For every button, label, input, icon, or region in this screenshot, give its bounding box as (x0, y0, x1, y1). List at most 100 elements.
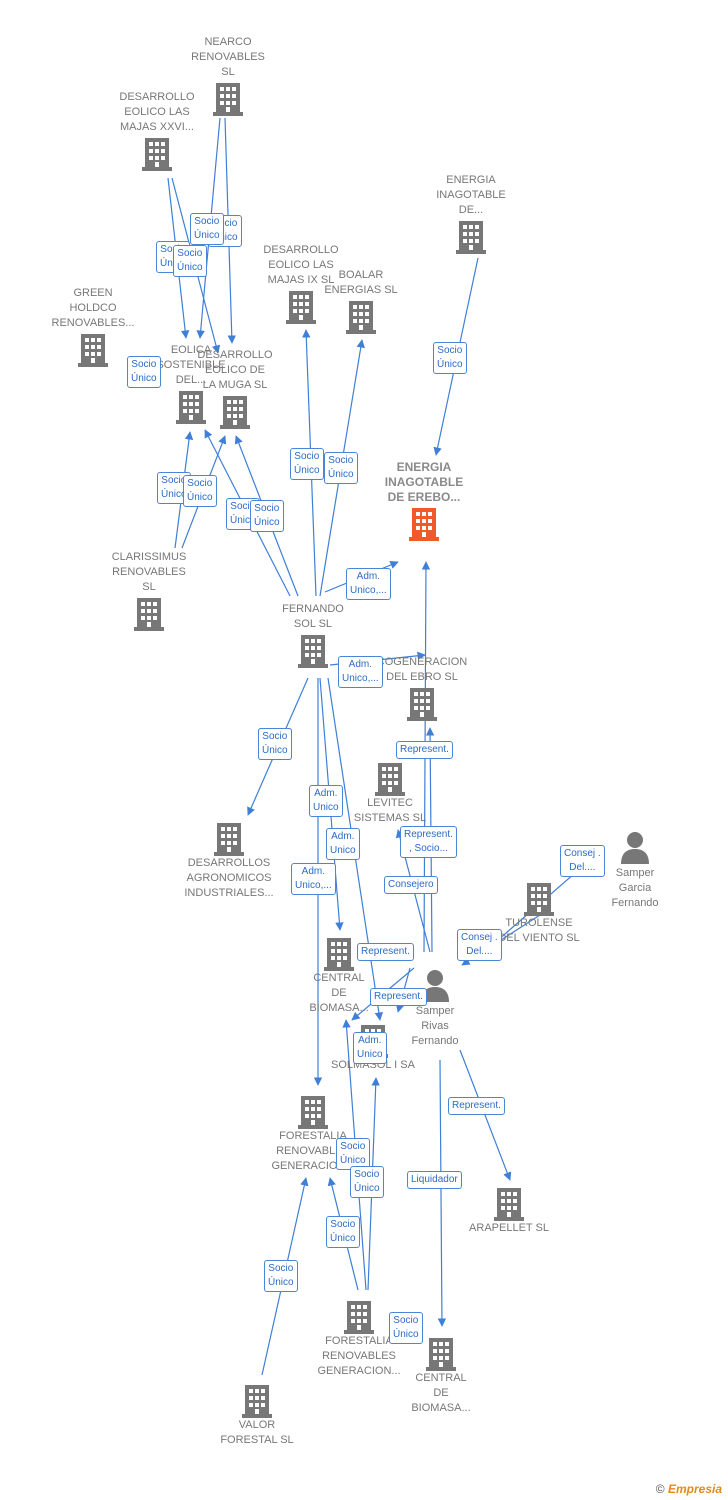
node-label: TUROLENSE DEL VIENTO SL (498, 917, 580, 944)
node-label: BOALAR ENERGIAS SL (324, 269, 398, 296)
edge-label[interactable]: Consejero (384, 876, 438, 894)
edge-label[interactable]: Socio Único (433, 342, 467, 374)
node-label: NEARCO RENOVABLES SL (191, 36, 265, 78)
edge-label[interactable]: Represent. (448, 1097, 505, 1115)
node-samper-rivas[interactable]: Samper Rivas Fernando (392, 968, 478, 1049)
node-fernando-sol[interactable]: FERNANDO SOL SL (270, 602, 356, 668)
node-label: LEVITEC SISTEMAS SL (353, 797, 427, 824)
building-icon (213, 83, 243, 116)
node-levitec[interactable]: LEVITEC SISTEMAS SL (347, 760, 433, 826)
node-label: DESARROLLO EOLICO LAS MAJAS IX SL (263, 244, 339, 286)
node-majas-xxvi[interactable]: DESARROLLO EOLICO LAS MAJAS XXVI... (114, 90, 200, 171)
building-icon (407, 688, 437, 721)
node-label: EOLICA SOSTENIBLE DEL... (156, 344, 226, 386)
building-icon (524, 883, 554, 916)
node-desarrollos-agro[interactable]: DESARROLLOS AGRONOMICOS INDUSTRIALES... (184, 820, 274, 901)
node-label: DESARROLLOS AGRONOMICOS INDUSTRIALES... (184, 857, 274, 899)
building-icon (409, 508, 439, 541)
node-green-holdco[interactable]: GREEN HOLDCO RENOVABLES... (50, 286, 136, 367)
brand-footer: © Empresia (656, 1482, 722, 1496)
node-energia-inagotable-de-erebo[interactable]: ENERGIA INAGOTABLE DE EREBO... (374, 460, 474, 541)
edge-label[interactable]: Socio Único (190, 213, 224, 245)
node-label: FERNANDO SOL SL (282, 603, 344, 630)
edge-label[interactable]: Adm. Unico (326, 828, 360, 860)
node-valor-forestal[interactable]: VALOR FORESTAL SL (214, 1382, 300, 1448)
node-central-biomasa-2[interactable]: CENTRAL DE BIOMASA... (398, 1335, 484, 1416)
node-turolense[interactable]: TUROLENSE DEL VIENTO SL (496, 880, 582, 946)
building-icon (426, 1338, 456, 1371)
edge-label[interactable]: Socio Único (324, 452, 358, 484)
edge-label[interactable]: Socio Único (290, 448, 324, 480)
edge-label[interactable]: Represent. , Socio... (400, 826, 457, 858)
building-icon (298, 635, 328, 668)
node-label: CENTRAL DE BIOMASA... (309, 972, 369, 1014)
node-central-biomasa-1[interactable]: CENTRAL DE BIOMASA... (296, 935, 382, 1016)
building-icon (346, 301, 376, 334)
node-label: GREEN HOLDCO RENOVABLES... (51, 287, 135, 329)
node-label: DESARROLLO EOLICO DE LA MUGA SL (197, 349, 273, 391)
edge-label[interactable]: Socio Único (336, 1138, 370, 1170)
edge-label[interactable]: Represent. (370, 988, 427, 1006)
building-icon (142, 138, 172, 171)
node-samper-garcia[interactable]: Samper Garcia Fernando (592, 830, 678, 911)
edge-label[interactable]: Socio Único (127, 356, 161, 388)
node-label: VALOR FORESTAL SL (220, 1419, 294, 1446)
edge-label[interactable]: Adm. Unico (309, 785, 343, 817)
node-label: CENTRAL DE BIOMASA... (411, 1372, 471, 1414)
building-icon (286, 291, 316, 324)
node-label: ENERGIA INAGOTABLE DE... (436, 174, 506, 216)
edge-label[interactable]: Socio Único (389, 1312, 423, 1344)
node-eolica-sostenible[interactable]: EOLICA SOSTENIBLE DEL... (148, 343, 234, 424)
edge-label[interactable]: Socio Único (350, 1166, 384, 1198)
building-icon (298, 1096, 328, 1129)
edge-label[interactable]: Socio Único (264, 1260, 298, 1292)
building-icon (220, 396, 250, 429)
building-icon (375, 763, 405, 796)
edge-label[interactable]: Socio Único (173, 245, 207, 277)
node-boalar[interactable]: BOALAR ENERGIAS SL (318, 268, 404, 334)
node-clarissimus[interactable]: CLARISSIMUS RENOVABLES SL (106, 550, 192, 631)
edge-label[interactable]: Liquidador (407, 1171, 462, 1189)
edge-label[interactable]: Adm. Unico (353, 1032, 387, 1064)
edge-label[interactable]: Socio Único (250, 500, 284, 532)
building-icon (214, 823, 244, 856)
node-label: FORESTALIA RENOVABLES GENERACION... (317, 1335, 401, 1377)
node-label: ENERGIA INAGOTABLE DE EREBO... (384, 460, 464, 504)
node-forestalia-2[interactable]: FORESTALIA RENOVABLES GENERACION... (316, 1298, 402, 1379)
edge-line (459, 1049, 512, 1181)
edge-label[interactable]: Represent. (396, 741, 453, 759)
node-label: CLARISSIMUS RENOVABLES SL (111, 551, 187, 593)
edge-label[interactable]: Adm. Unico,... (338, 656, 383, 688)
node-arapellet[interactable]: ARAPELLET SL (466, 1185, 552, 1236)
edge-label[interactable]: Socio Único (258, 728, 292, 760)
node-forestalia-1[interactable]: FORESTALIA RENOVABLES GENERACION... (270, 1093, 356, 1174)
building-icon (242, 1385, 272, 1418)
node-label: COGENERACION DEL EBRO SL (376, 656, 468, 683)
node-cogeneracion[interactable]: COGENERACION DEL EBRO SL (376, 655, 468, 721)
edge-label[interactable]: Socio Único (183, 475, 217, 507)
edge-label[interactable]: Consej . Del.... (457, 929, 502, 961)
node-label: Samper Rivas Fernando (411, 1005, 459, 1047)
node-label: FORESTALIA RENOVABLES GENERACION... (271, 1130, 355, 1172)
node-nearco[interactable]: NEARCO RENOVABLES SL (185, 35, 271, 116)
edge-label[interactable]: Adm. Unico,... (346, 568, 391, 600)
edge-label[interactable]: Represent. (357, 943, 414, 961)
node-label: DESARROLLO EOLICO LAS MAJAS XXVI... (119, 91, 195, 133)
node-energia-inag[interactable]: ENERGIA INAGOTABLE DE... (428, 173, 514, 254)
node-label: ARAPELLET SL (469, 1222, 549, 1234)
edge-line (437, 1059, 447, 1327)
node-muga[interactable]: DESARROLLO EOLICO DE LA MUGA SL (192, 348, 278, 429)
building-icon (324, 938, 354, 971)
building-icon (78, 334, 108, 367)
building-icon (494, 1188, 524, 1221)
building-icon (134, 598, 164, 631)
brand-name: Empresia (667, 1482, 722, 1496)
node-majas-ix[interactable]: DESARROLLO EOLICO LAS MAJAS IX SL (258, 243, 344, 324)
copyright-symbol: © (655, 1482, 665, 1496)
building-icon (456, 221, 486, 254)
edge-label[interactable]: Socio Único (326, 1216, 360, 1248)
edge-label[interactable]: Consej . Del.... (560, 845, 605, 877)
edge-label[interactable]: Adm. Unico,... (291, 863, 336, 895)
person-icon (621, 832, 649, 864)
